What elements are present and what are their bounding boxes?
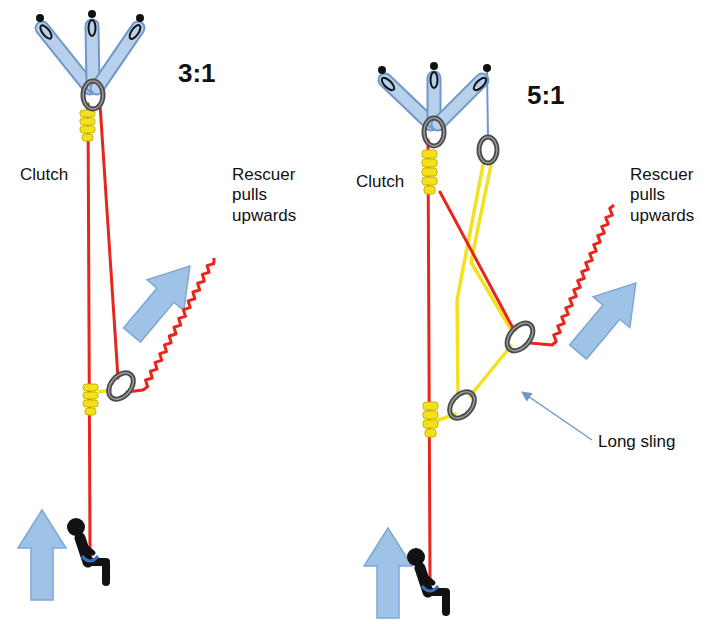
lift-arrow xyxy=(18,510,66,600)
pulled-rope-ends xyxy=(143,205,614,390)
lift-arrow xyxy=(364,528,412,618)
rope-5to1 xyxy=(428,140,552,578)
ring-3to1-top xyxy=(83,81,103,109)
action-note: Rescuer pulls upwards xyxy=(232,165,304,226)
ring-5to1-lower xyxy=(445,387,480,423)
casualty-figure xyxy=(67,518,106,582)
leader-line xyxy=(522,392,592,440)
rope-tail xyxy=(552,205,614,345)
ring-5to1-anchor xyxy=(479,137,497,163)
clutch-5to1 xyxy=(422,150,437,194)
ring-5to1-pulley xyxy=(502,318,538,355)
rope-tail xyxy=(143,258,214,390)
anchor-5to1 xyxy=(378,62,491,137)
part-label: Long sling xyxy=(598,432,676,452)
ring-3to1-pulley xyxy=(104,368,139,404)
sling-5to1 xyxy=(439,160,511,420)
clutch-3to1 xyxy=(80,110,95,141)
part-label: Clutch xyxy=(356,172,404,192)
prusik-5to1 xyxy=(423,402,438,437)
action-note: Rescuer pulls upwards xyxy=(630,165,702,226)
ring-5to1-top xyxy=(424,118,444,146)
ratio-label: 5:1 xyxy=(527,80,565,111)
ratio-label: 3:1 xyxy=(178,58,216,89)
pull-arrow xyxy=(560,268,655,368)
anchor-3to1 xyxy=(36,10,144,88)
prusik-3to1 xyxy=(83,384,98,415)
casualty-figure xyxy=(407,548,446,612)
part-label: Clutch xyxy=(20,165,68,185)
